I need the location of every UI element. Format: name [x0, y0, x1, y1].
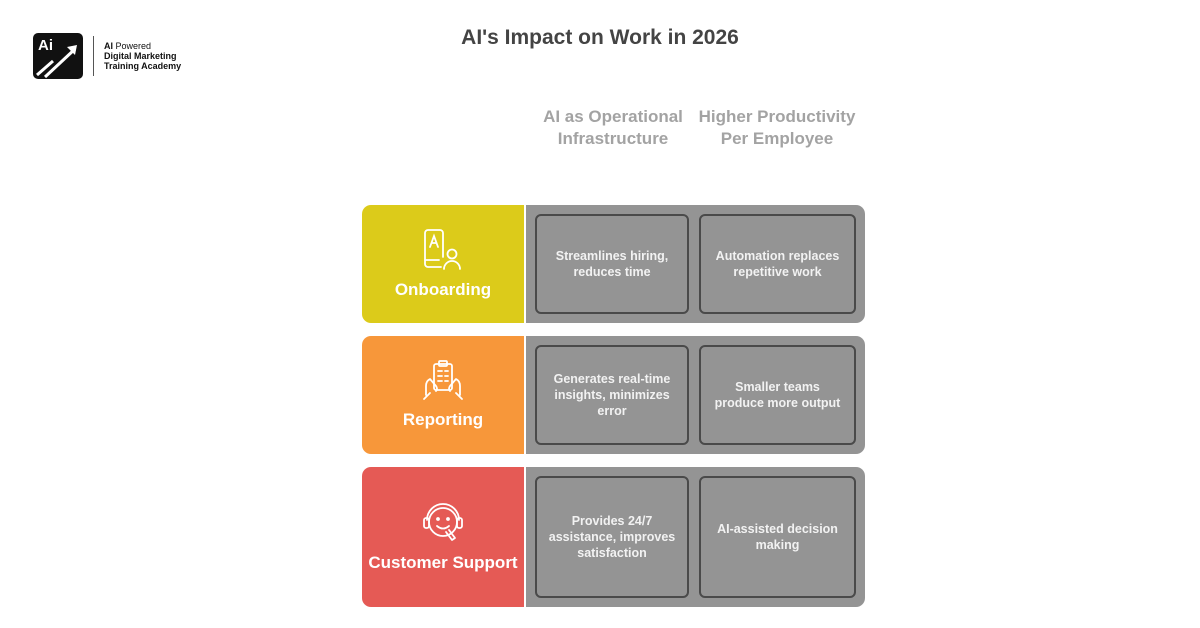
row-reporting: Reporting Generates real-time insights, … [362, 336, 865, 454]
category-label: Reporting [402, 410, 484, 429]
page-title: AI's Impact on Work in 2026 [461, 26, 739, 49]
row-panel: Generates real-time insights, minimizes … [526, 336, 865, 454]
document-user-icon [424, 229, 461, 270]
column-header-productivity: Higher Productivity Per Employee [698, 107, 856, 148]
row-panel: Provides 24/7 assistance, improves satis… [526, 467, 865, 607]
category-customer-support: Customer Support [362, 467, 524, 607]
cell-onboarding-infrastructure: Streamlines hiring, reduces time [535, 214, 689, 314]
category-onboarding: Onboarding [362, 205, 524, 323]
row-onboarding: Onboarding Streamlines hiring, reduces t… [362, 205, 865, 323]
cell-reporting-infrastructure: Generates real-time insights, minimizes … [535, 345, 689, 445]
cell-reporting-productivity: Smaller teams produce more output [699, 345, 856, 445]
category-label: Onboarding [394, 280, 492, 299]
cell-support-infrastructure: Provides 24/7 assistance, improves satis… [535, 476, 689, 598]
category-label: Customer Support [368, 553, 518, 572]
cell-support-productivity: AI-assisted decision making [699, 476, 856, 598]
brand-logo: Ai AI Powered Digital Marketing Training… [33, 33, 181, 79]
headset-agent-icon [423, 503, 463, 541]
logo-mark-text: Ai [38, 37, 53, 54]
logo-line3: Training Academy [104, 61, 182, 71]
logo-text: AI Powered Digital Marketing Training Ac… [104, 41, 181, 71]
column-header-operational-infrastructure: AI as Operational Infrastructure [543, 107, 683, 148]
row-customer-support: Customer Support Provides 24/7 assistanc… [362, 467, 865, 607]
logo-divider [93, 36, 94, 76]
cell-onboarding-productivity: Automation replaces repetitive work [699, 214, 856, 314]
row-panel: Streamlines hiring, reduces time Automat… [526, 205, 865, 323]
logo-mark: Ai [33, 33, 83, 79]
logo-line1-bold: AI [104, 41, 113, 51]
logo-line2: Digital Marketing [104, 51, 177, 61]
category-reporting: Reporting [362, 336, 524, 454]
clipboard-hands-icon [423, 360, 463, 400]
arrow-up-right-icon [36, 45, 77, 79]
logo-line1-rest: Powered [113, 41, 152, 51]
